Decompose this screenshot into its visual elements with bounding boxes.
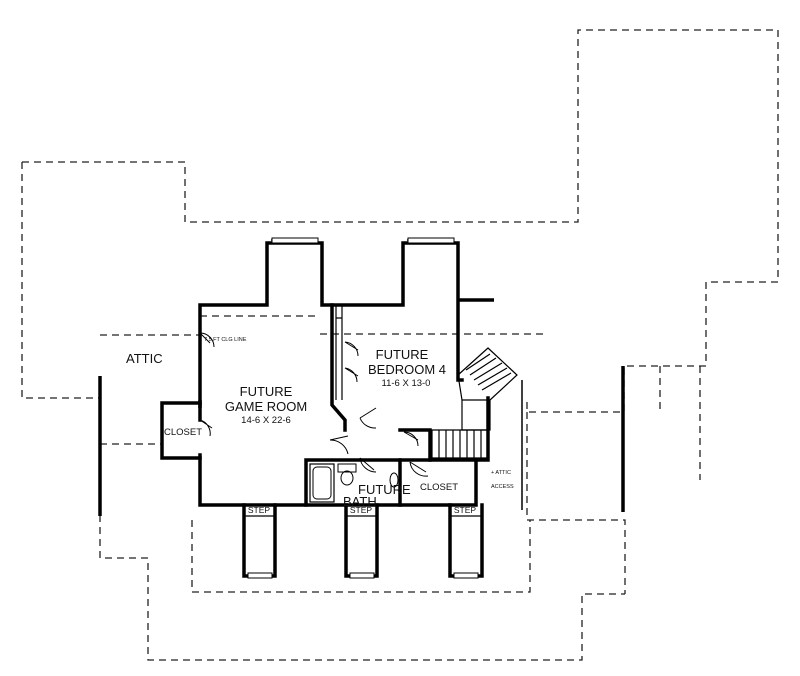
closet-right-label: CLOSET xyxy=(420,482,458,493)
bedroom-title-2: BEDROOM 4 xyxy=(368,362,446,377)
attic-boundary xyxy=(22,29,779,413)
game-room-size: 14-6 X 22-6 xyxy=(241,415,291,426)
bay-left xyxy=(242,503,277,579)
main-walls xyxy=(198,241,490,507)
game-room-title-2: GAME ROOM xyxy=(225,399,307,414)
step-label-left: STEP xyxy=(248,505,271,515)
step-label-middle: STEP xyxy=(350,505,373,515)
ceiling-note: 7.5 FT CLG LINE xyxy=(204,337,247,343)
bedroom-size: 11-6 X 13-0 xyxy=(382,378,431,389)
attic-access-note-2: ACCESS xyxy=(491,484,514,490)
attic-boundary-right-lower xyxy=(659,366,701,480)
stairs xyxy=(431,347,518,459)
step-label-right: STEP xyxy=(454,505,477,515)
dormer-window-left xyxy=(271,237,319,244)
attic-boundary-lower xyxy=(99,515,625,661)
closet-left-walls xyxy=(160,401,202,460)
game-room-title: FUTURE xyxy=(240,384,293,399)
dormer-window-right xyxy=(407,237,455,244)
bedroom-title: FUTURE xyxy=(376,347,429,362)
closet-chase xyxy=(335,305,343,400)
bay-right xyxy=(448,503,484,579)
attic-boundary-left xyxy=(21,162,100,399)
attic-label: ATTIC xyxy=(126,351,163,366)
bath-title: FUTURE xyxy=(358,482,411,497)
attic-boundary-lower-inner xyxy=(191,520,531,593)
bath-title-2: BATH xyxy=(343,494,377,509)
attic-boundary-right xyxy=(526,412,626,594)
door-swings xyxy=(199,332,429,477)
bay-middle xyxy=(344,503,379,579)
knee-wall-line-left xyxy=(100,334,200,445)
attic-access-note-1: + ATTIC xyxy=(491,470,511,476)
closet-left-label: CLOSET xyxy=(164,427,202,438)
bath-fixtures xyxy=(309,463,399,503)
partition-wall xyxy=(330,303,347,432)
